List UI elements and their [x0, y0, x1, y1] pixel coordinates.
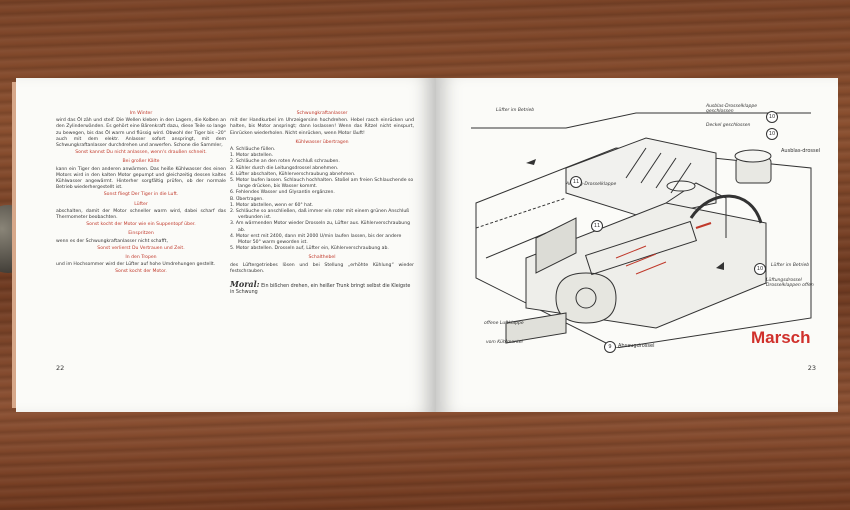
left-column: Im Winter wird das Öl zäh und steif. Die …	[56, 108, 226, 277]
heading-schalthebel: Schalthebel	[308, 255, 336, 261]
section-warning: Sonst kocht der Motor wie ein Suppentopf…	[86, 222, 196, 228]
section-heading: Im Winter	[129, 111, 153, 116]
page-number-right: 23	[807, 364, 816, 372]
label-kuehlmantel: vom Kühlmantel	[486, 340, 523, 345]
list-item: 1. Motor abstellen.	[230, 153, 274, 159]
section-heading: In den Tropen	[125, 255, 157, 261]
label-luefter-top: Lüfter im Betrieb	[496, 108, 535, 113]
section-warning: Sonst fliegt Der Tiger in die Luft.	[103, 192, 179, 198]
list-item: A. Schläuche füllen.	[230, 147, 276, 153]
label-luftklappe: offene Luftklappe	[484, 321, 524, 326]
section-warning: Sonst kannst Du nicht anlassen, wenn's d…	[75, 150, 207, 156]
list-item: 2. Schläuche so anschließen, daß immer e…	[230, 209, 410, 221]
section-warning: Sonst verlierst Du Vertrauen und Zeit.	[97, 245, 185, 251]
section-warning: Sonst kocht der Motor.	[115, 269, 167, 275]
label-luefter-betrieb: Lüfter im Betrieb	[771, 263, 810, 268]
moral-label: Moral:	[230, 279, 260, 290]
callout-9: 9	[604, 341, 616, 353]
callout-10b: 10	[766, 128, 778, 140]
label-ansaug-drosselklappe: Ansaug-Drosselklappe	[566, 182, 617, 187]
list-item: 5. Motor abstellen. Drosseln auf, Lüfter…	[230, 246, 389, 252]
page-title-marsch: Marsch	[751, 328, 811, 347]
page-number-left: 22	[56, 364, 65, 372]
engine-cutaway-drawing	[471, 112, 812, 348]
section-text: abschalten, damit der Motor schneller wa…	[56, 208, 226, 221]
section-text: wenn es der Schwungkraftanlasser nicht s…	[56, 238, 168, 244]
label-absaugdrossel: Absaugdrossel	[618, 343, 655, 349]
callout-11a: 11	[570, 176, 582, 188]
section-text: und im Hochsommer wird der Lüfter auf ho…	[56, 262, 216, 268]
list-item: 4. Lüfter abschalten, Kühlerverschraubun…	[230, 171, 356, 177]
right-page: Lüfter im Betrieb Ausblas-Drosselklappe …	[436, 78, 838, 412]
list-item: 3. Am wärmenden Motor wieder Drosseln zu…	[230, 221, 411, 233]
right-column: Schwungkraftanlasser mit der Handkurbel …	[230, 108, 414, 296]
text-schalthebel: des Lüftergetriebes lösen und bei Stellu…	[230, 262, 414, 274]
list-item: B. Übertragen.	[230, 196, 264, 202]
list-item: 6. Fehlendes Wasser und Glysantin ergänz…	[230, 190, 335, 196]
text-schwungkraft: mit der Handkurbel im Uhrzeigersinn hoch…	[230, 118, 414, 136]
label-deckel: Deckel geschlossen	[706, 123, 751, 128]
section-heading: Bei großer Kälte	[122, 159, 160, 165]
section-heading: Lüfter	[134, 201, 148, 207]
section-text: wird das Öl zäh und steif. Die Wellen kl…	[56, 118, 226, 149]
moral-text: Ein bißchen drehen, ein heißer Trunk bri…	[230, 284, 411, 296]
moral-line: Moral: Ein bißchen drehen, ein heißer Tr…	[230, 279, 414, 296]
list-item: 1. Motor abstellen, wenn er 60° hat.	[230, 202, 314, 208]
callout-10a: 10	[766, 111, 778, 123]
section-text: kann ein Tiger den anderen anwärmen. Das…	[56, 166, 226, 191]
list-item: 5. Motor laufen lassen. Schlauch hochhal…	[230, 178, 414, 190]
left-page: Im Winter wird das Öl zäh und steif. Die …	[16, 78, 436, 412]
open-manual: Im Winter wird das Öl zäh und steif. Die …	[12, 78, 842, 412]
label-ausblas-drosselklappe: Ausblas-Drosselklappe geschlossen	[706, 104, 757, 114]
heading-kuehlwasser: Kühlwasser übertragen	[295, 139, 349, 145]
label-lueftungsdrossel: Lüftungsdrossel Drosselklappen offen	[766, 278, 814, 288]
list-item: 2. Schläuche an den roten Anschluß schra…	[230, 159, 340, 165]
callout-10c: 10	[754, 263, 766, 275]
page-edge	[12, 82, 18, 408]
list-item: 3. Kühler durch die Leitungsdrossel abne…	[230, 165, 339, 171]
section-heading: Einspritzen	[128, 231, 154, 237]
kuehlwasser-list: A. Schläuche füllen.1. Motor abstellen.2…	[230, 147, 414, 252]
callout-11b: 11	[591, 220, 603, 232]
heading-schwungkraft: Schwungkraftanlasser	[296, 111, 348, 116]
list-item: 4. Motor erst mit 2400, dann mit 2000 U/…	[230, 233, 402, 246]
label-ausblasdrossel: Ausblas-drossel	[781, 148, 821, 154]
